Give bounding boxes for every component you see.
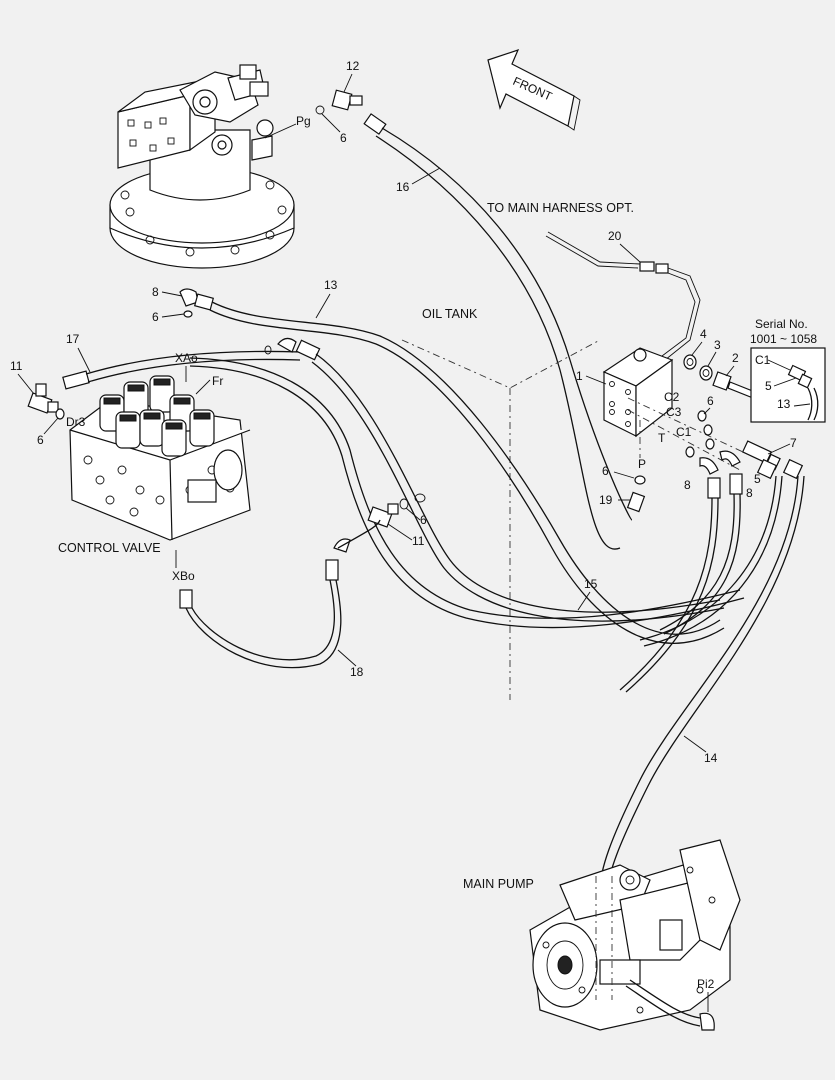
port-dr3-label: Dr3 <box>66 415 86 429</box>
port-t-label: T <box>658 431 666 445</box>
control-valve <box>69 375 251 541</box>
callout-13: 13 <box>324 278 338 292</box>
port-c3-label: C3 <box>666 405 682 419</box>
pg-port-label: Pg <box>296 114 311 128</box>
callout-14: 14 <box>704 751 718 765</box>
harness-wire <box>547 231 651 269</box>
callout-20: 20 <box>608 229 622 243</box>
hose-right-1 <box>619 497 713 691</box>
port-c1-label: C1 <box>676 425 692 439</box>
port-xbo-label: XBo <box>172 569 195 583</box>
callout-6-left: 6 <box>152 310 159 324</box>
callout-8-r2: 8 <box>746 486 753 500</box>
callout-7: 7 <box>790 436 797 450</box>
port-c2-label: C2 <box>664 390 680 404</box>
callout-11-left: 11 <box>10 359 23 373</box>
inset-title-line1: Serial No. <box>755 317 808 331</box>
callout-4: 4 <box>700 327 707 341</box>
bolt-2 <box>712 371 761 401</box>
callout-19: 19 <box>599 493 613 507</box>
hose-15 <box>189 337 745 629</box>
fitting-12 <box>315 89 363 115</box>
callout-15: 15 <box>584 577 598 591</box>
hose-14 <box>599 475 805 891</box>
callout-8-r1: 8 <box>684 478 691 492</box>
main-pump-label: MAIN PUMP <box>463 877 534 891</box>
hose-13 <box>209 301 725 644</box>
elbow-8-b <box>719 450 743 495</box>
washer-3 <box>699 365 713 381</box>
oil-tank-outline <box>401 339 601 389</box>
hose-16 <box>363 113 633 550</box>
callout-1: 1 <box>576 369 583 383</box>
solenoid-valve-block <box>602 347 674 438</box>
fitting-11-left <box>27 383 65 420</box>
oil-tank-label: OIL TANK <box>422 307 478 321</box>
hose-18 <box>179 519 381 669</box>
callout-8-left: 8 <box>152 285 159 299</box>
callout-12: 12 <box>346 59 360 73</box>
elbow-8-a <box>699 457 721 499</box>
pg-leader <box>264 123 297 139</box>
callout-6-p: 6 <box>602 464 609 478</box>
fitting-19 <box>626 475 646 513</box>
callout-6-right: 6 <box>707 394 714 408</box>
inset-box <box>750 347 826 423</box>
port-pi2-label: Pi2 <box>697 977 715 991</box>
inset-title-line2: 1001 ~ 1058 <box>750 332 817 346</box>
inset-callout-13: 13 <box>777 397 791 411</box>
hose-17 <box>62 350 301 390</box>
front-arrow-icon <box>487 49 581 131</box>
callout-6-top: 6 <box>340 131 347 145</box>
seal-4 <box>683 354 697 370</box>
control-valve-label: CONTROL VALVE <box>58 541 161 555</box>
callout-11-mid: 11 <box>412 534 425 548</box>
callout-6-cv: 6 <box>37 433 44 447</box>
elbow-8-left <box>179 288 215 318</box>
inset-callout-5: 5 <box>765 379 772 393</box>
callout-16: 16 <box>396 180 410 194</box>
orings-right <box>685 410 715 458</box>
callout-17: 17 <box>66 332 80 346</box>
port-fr-label: Fr <box>212 374 223 388</box>
fitting-5 <box>756 458 804 480</box>
main-pump <box>529 839 741 1031</box>
harness-note: TO MAIN HARNESS OPT. <box>487 201 634 215</box>
callout-5: 5 <box>754 472 761 486</box>
harness-connector <box>639 261 655 272</box>
callout-18: 18 <box>350 665 364 679</box>
callout-6-mid: 6 <box>420 513 427 527</box>
port-xao-label: XAo <box>175 351 198 365</box>
fitting-11-mid <box>367 493 426 528</box>
callout-3: 3 <box>714 338 721 352</box>
swing-motor <box>109 64 295 269</box>
port-p-label: P <box>638 457 646 471</box>
inset-fitting <box>787 364 819 421</box>
inset-port-label: C1 <box>755 353 771 367</box>
callout-2: 2 <box>732 351 739 365</box>
